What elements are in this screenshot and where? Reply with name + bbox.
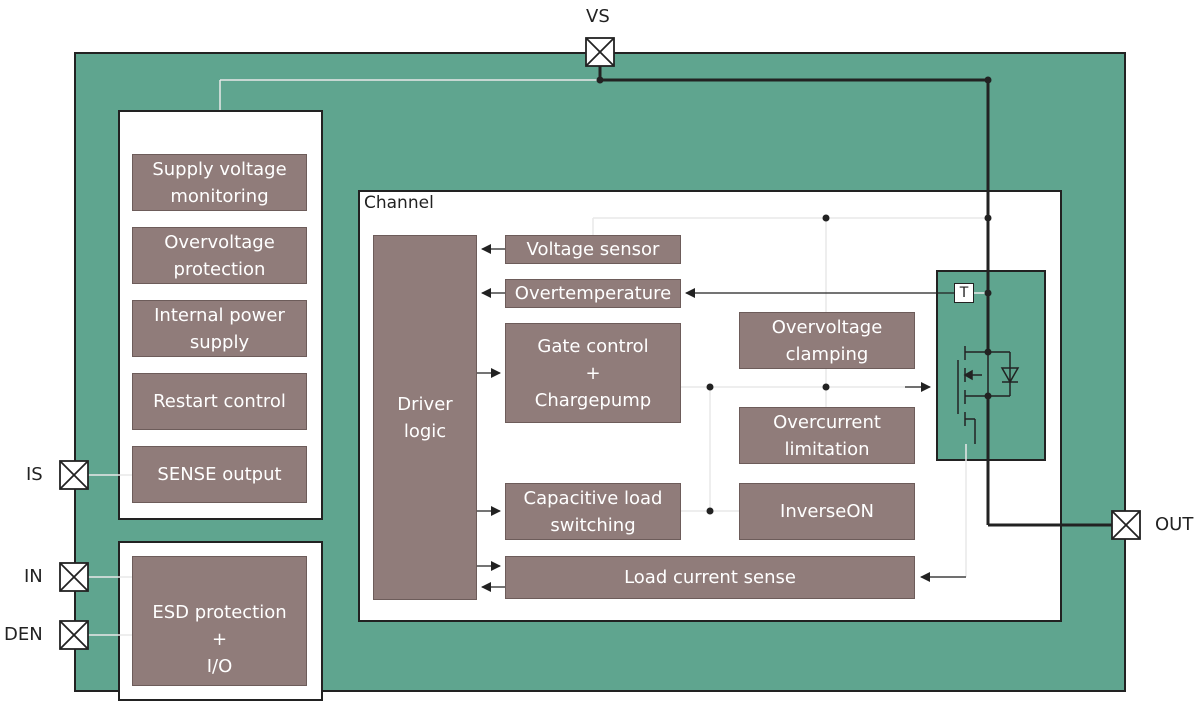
mosfet-symbol [957,346,1020,444]
load-current-sense-block: Load current sense [505,556,915,599]
pin-leads [88,474,132,636]
esd-protection-io-block: ESD protection + I/O [132,556,307,686]
supply-voltage-monitoring-block: Supply voltage monitoring [132,154,307,211]
pin-pads [59,37,1141,650]
is-pin-label: IS [26,464,43,485]
capacitive-load-switching-block: Capacitive load switching [505,483,681,540]
vs-pin-label: VS [586,6,610,27]
in-pin-label: IN [24,566,43,587]
internal-power-supply-block: Internal power supply [132,300,307,357]
junction-dots [596,76,992,515]
den-pin-icon [59,620,89,650]
out-pin-label: OUT [1155,514,1194,535]
overvoltage-protection-block: Overvoltage protection [132,227,307,284]
overcurrent-limitation-block: Overcurrent limitation [739,407,915,464]
vs-pin-icon [585,37,615,67]
out-pin-icon [1111,510,1141,540]
supply-lines [219,79,988,578]
connection-lines [59,37,1141,650]
is-pin-icon [59,460,89,490]
overvoltage-clamping-block: Overvoltage clamping [739,312,915,369]
sense-output-block: SENSE output [132,446,307,503]
inverse-on-block: InverseON [739,483,915,540]
block-diagram: Supply voltage monitoring Overvoltage pr… [4,6,1194,701]
overtemperature-block: Overtemperature [505,279,681,308]
driver-logic-block: Driver logic [373,235,477,600]
restart-control-block: Restart control [132,373,307,430]
channel-title: Channel [364,193,434,213]
den-pin-label: DEN [4,624,43,645]
in-pin-icon [59,562,89,592]
gate-control-chargepump-block: Gate control + Chargepump [505,323,681,423]
vs-rail [598,66,1112,527]
temperature-sensor-icon: T [954,283,974,303]
voltage-sensor-block: Voltage sensor [505,235,681,264]
